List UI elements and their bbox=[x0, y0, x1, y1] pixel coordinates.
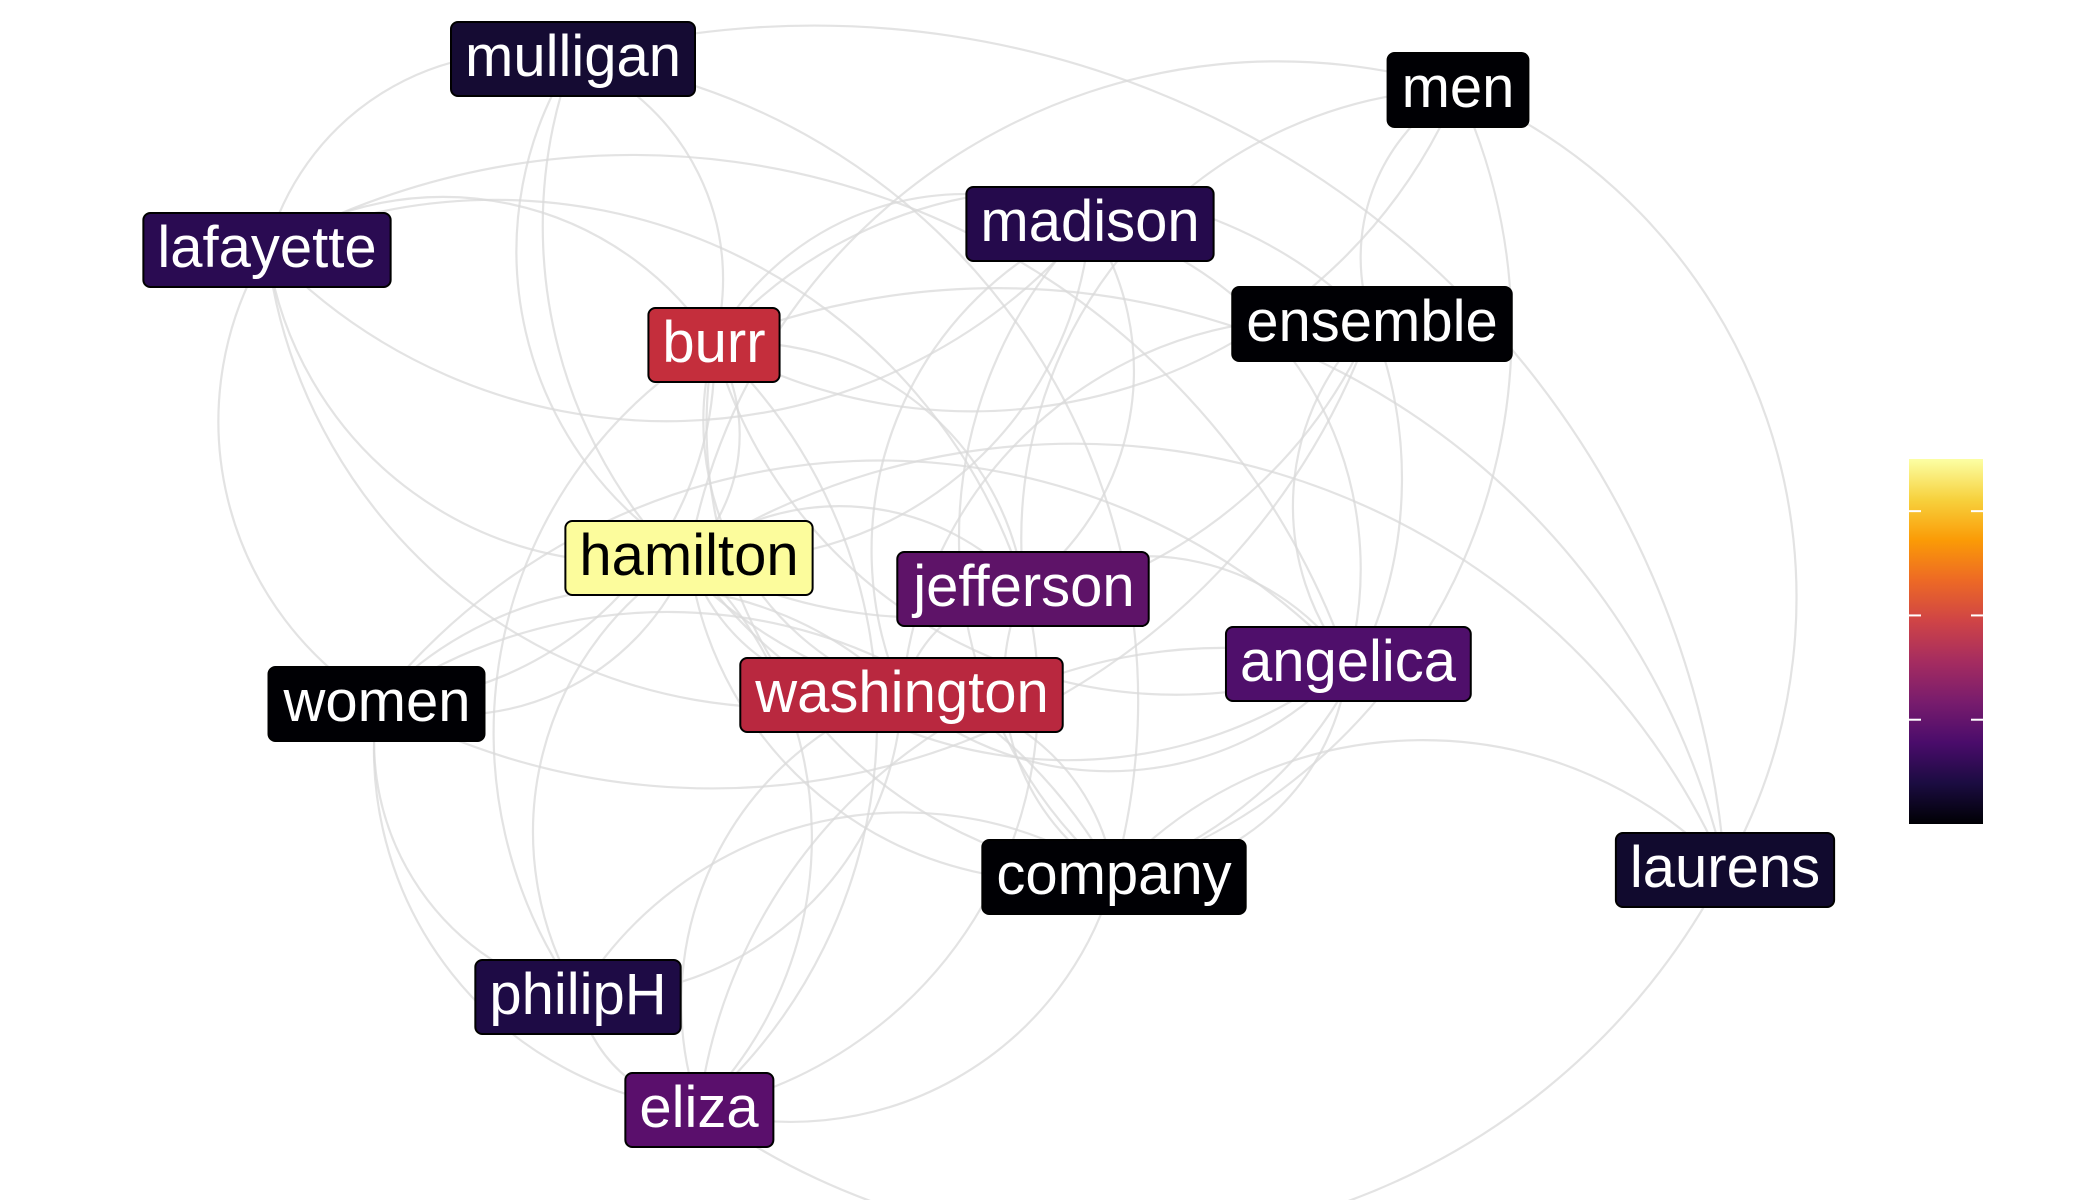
edge-hamilton-laurens bbox=[688, 442, 1727, 870]
node-eliza-box bbox=[624, 1072, 775, 1148]
edge-lafayette-washington bbox=[265, 248, 903, 709]
edge-madison-jefferson bbox=[1023, 222, 1135, 589]
node-burr-box bbox=[647, 307, 781, 383]
edge-lafayette-madison bbox=[266, 222, 1091, 423]
node-women-box bbox=[267, 666, 486, 742]
edge-madison-washington bbox=[870, 221, 1091, 695]
edge-men-hamilton bbox=[687, 60, 1459, 558]
edge-angelica-women bbox=[376, 459, 1349, 704]
node-company-box bbox=[981, 839, 1247, 915]
edge-company-philipH bbox=[577, 811, 1115, 997]
node-lafayette[interactable]: lafayette bbox=[142, 212, 392, 288]
node-madison-label: madison bbox=[980, 189, 1199, 254]
node-madison[interactable]: madison bbox=[965, 186, 1215, 262]
node-hamilton[interactable]: hamilton bbox=[564, 520, 814, 596]
node-ensemble[interactable]: ensemble bbox=[1231, 286, 1513, 362]
edge-angelica-washington bbox=[901, 662, 1349, 773]
node-company[interactable]: company bbox=[981, 839, 1247, 915]
node-laurens[interactable]: laurens bbox=[1614, 832, 1836, 908]
node-men-label: men bbox=[1402, 55, 1515, 120]
nodes-layer: mulligan men lafayette madison ensemble burr h… bbox=[142, 21, 1836, 1148]
node-women-label: women bbox=[283, 669, 471, 734]
node-washington[interactable]: washington bbox=[739, 657, 1064, 733]
node-hamilton-label: hamilton bbox=[579, 523, 798, 588]
node-eliza[interactable]: eliza bbox=[624, 1072, 775, 1148]
edge-mulligan-hamilton bbox=[515, 57, 690, 558]
node-mulligan-label: mulligan bbox=[465, 24, 681, 89]
node-lafayette-box bbox=[142, 212, 392, 288]
node-hamilton-box bbox=[564, 520, 814, 596]
node-ensemble-box bbox=[1231, 286, 1513, 362]
node-company-label: company bbox=[996, 842, 1231, 907]
node-jefferson-label: jefferson bbox=[911, 554, 1134, 619]
edge-men-laurens bbox=[1457, 87, 1798, 870]
edge-mulligan-burr bbox=[572, 56, 725, 345]
edge-laurens-eliza bbox=[698, 868, 1726, 1200]
node-angelica-box bbox=[1224, 626, 1472, 702]
node-laurens-label: laurens bbox=[1630, 835, 1820, 900]
edge-mulligan-washington bbox=[541, 57, 903, 696]
edge-company-eliza bbox=[698, 875, 1116, 1123]
node-angelica[interactable]: angelica bbox=[1224, 626, 1472, 702]
node-jefferson-box bbox=[896, 551, 1150, 627]
edge-lafayette-hamilton bbox=[265, 248, 690, 564]
node-men[interactable]: men bbox=[1386, 52, 1530, 128]
node-philipH[interactable]: philipH bbox=[474, 959, 682, 1035]
edge-washington-eliza bbox=[680, 692, 903, 1110]
node-women[interactable]: women bbox=[267, 666, 486, 742]
node-eliza-label: eliza bbox=[639, 1075, 759, 1140]
node-burr[interactable]: burr bbox=[647, 307, 781, 383]
node-burr-label: burr bbox=[662, 310, 765, 375]
node-philipH-box bbox=[474, 959, 682, 1035]
edge-angelica-eliza bbox=[697, 646, 1349, 1110]
node-washington-label: washington bbox=[754, 660, 1048, 725]
edge-hamilton-philipH bbox=[531, 556, 690, 997]
edge-burr-philipH bbox=[492, 343, 715, 997]
node-mulligan[interactable]: mulligan bbox=[450, 21, 696, 97]
node-angelica-label: angelica bbox=[1240, 629, 1457, 694]
node-ensemble-label: ensemble bbox=[1246, 289, 1497, 354]
edge-washington-philipH bbox=[577, 693, 904, 998]
color-legend-bar bbox=[1909, 459, 1983, 824]
node-men-box bbox=[1386, 52, 1530, 128]
node-washington-box bbox=[739, 657, 1064, 733]
node-philipH-label: philipH bbox=[489, 962, 666, 1027]
node-mulligan-box bbox=[450, 21, 696, 97]
edge-mulligan-laurens bbox=[572, 24, 1727, 870]
colorbar-gradient bbox=[1909, 459, 1983, 824]
edge-ensemble-women bbox=[376, 322, 1374, 790]
edge-hamilton-angelica bbox=[688, 556, 1349, 762]
edge-lafayette-jefferson bbox=[266, 198, 1026, 589]
edge-madison-hamilton bbox=[688, 222, 1092, 561]
edge-lafayette-women bbox=[217, 248, 378, 704]
edge-women-company bbox=[376, 610, 1115, 877]
node-lafayette-label: lafayette bbox=[157, 215, 376, 280]
edge-hamilton-eliza bbox=[688, 556, 813, 1110]
edge-company-laurens bbox=[1113, 739, 1726, 877]
node-madison-box bbox=[965, 186, 1215, 262]
edge-mulligan-company bbox=[572, 56, 1140, 877]
edge-ensemble-angelica bbox=[1291, 322, 1373, 664]
node-laurens-box bbox=[1614, 832, 1836, 908]
edge-women-eliza bbox=[372, 702, 700, 1111]
node-jefferson[interactable]: jefferson bbox=[896, 551, 1150, 627]
edge-lafayette-angelica bbox=[266, 153, 1350, 664]
edge-burr-laurens bbox=[713, 287, 1727, 870]
